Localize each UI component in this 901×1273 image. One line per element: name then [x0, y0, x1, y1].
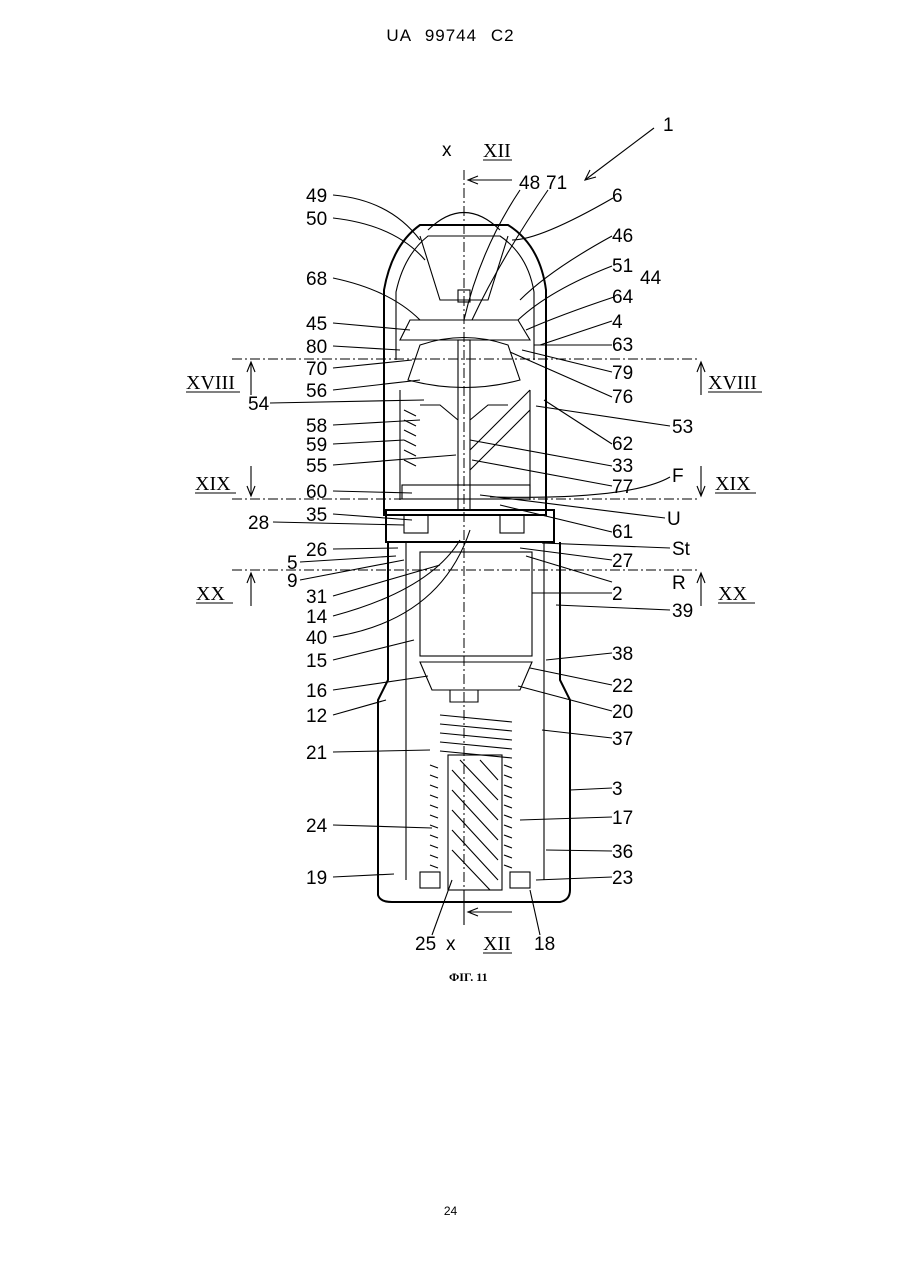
ref-label: 14: [306, 607, 328, 628]
ref-label: 58: [306, 416, 327, 437]
ref-label: 2: [612, 584, 623, 605]
ref-label: 62: [612, 434, 633, 455]
ref-label: 15: [306, 651, 327, 672]
ref-label: 18: [534, 934, 555, 955]
device-body: [378, 213, 570, 926]
ref-label: 28: [248, 513, 269, 534]
ref-label: 35: [306, 505, 327, 526]
leader-lines: [270, 195, 470, 935]
ref-label: 38: [612, 644, 633, 665]
axis-mark-bottom: x: [446, 934, 456, 955]
ref-label: 6: [612, 186, 623, 207]
ref-label: 50: [306, 209, 327, 230]
ref-label: 21: [306, 743, 327, 764]
ref-label: St: [672, 539, 691, 560]
ref-label: 39: [672, 601, 693, 622]
ref-label: 51: [612, 256, 633, 277]
ref-label: 70: [306, 359, 327, 380]
ref-label: 49: [306, 186, 327, 207]
ref-label: 46: [612, 226, 633, 247]
ref-label: 22: [612, 676, 633, 697]
section-mark-xviii-left: XVIII: [186, 372, 235, 394]
ref-label: 71: [546, 173, 567, 194]
ref-label: 53: [672, 417, 693, 438]
section-mark-xii-bottom: XII: [483, 933, 511, 955]
ref-label: 77: [612, 477, 633, 498]
ref-label: 64: [612, 287, 634, 308]
section-mark-xx-right: XX: [718, 583, 747, 605]
ref-label: 56: [306, 381, 327, 402]
right-reference-labels: 1 48 71 6 46 51 44 64 4 63 79 76 53 62 3…: [519, 115, 693, 955]
ref-label: R: [672, 573, 686, 594]
page-number: 24: [0, 1204, 901, 1218]
ref-label: 20: [612, 702, 633, 723]
spring: [430, 715, 512, 868]
ref-label: 61: [612, 522, 633, 543]
ref-label: 9: [287, 571, 298, 592]
ref-label: 26: [306, 540, 327, 561]
ref-label: 27: [612, 551, 633, 572]
ref-label: F: [672, 466, 684, 487]
ref-label: 54: [248, 394, 270, 415]
ref-label: 79: [612, 363, 633, 384]
ref-label: 1: [663, 115, 674, 136]
ref-label: 24: [306, 816, 328, 837]
ref-label: 17: [612, 808, 633, 829]
ref-label: 3: [612, 779, 623, 800]
section-mark-xix-right: XIX: [715, 473, 751, 495]
ref-label: 12: [306, 706, 327, 727]
ref-label: 4: [612, 312, 623, 333]
ref-label: 60: [306, 482, 327, 503]
ref-label: 23: [612, 868, 633, 889]
ref-label: 45: [306, 314, 327, 335]
ref-label: 19: [306, 868, 327, 889]
section-mark-xviii-right: XVIII: [708, 372, 757, 394]
axis-mark-top: x: [442, 140, 452, 161]
section-mark-xx-left: XX: [196, 583, 225, 605]
ref-label: 59: [306, 435, 327, 456]
leader-lines-right: [464, 190, 670, 935]
ref-label: 33: [612, 456, 633, 477]
ref-label: 76: [612, 387, 633, 408]
ref-label: 25: [415, 934, 436, 955]
ref-label: 80: [306, 337, 327, 358]
ref-label: 40: [306, 628, 327, 649]
section-mark-xii-top: XII: [483, 140, 511, 162]
ref-label: 68: [306, 269, 327, 290]
section-mark-xix-left: XIX: [195, 473, 231, 495]
ref-label: 37: [612, 729, 633, 750]
ref-label: 31: [306, 587, 327, 608]
ref-label: 16: [306, 681, 327, 702]
ref-label: 36: [612, 842, 633, 863]
ref-label: 48: [519, 173, 540, 194]
ref-label: 63: [612, 335, 633, 356]
ref-label: 44: [640, 268, 662, 289]
ref-label: U: [667, 509, 681, 530]
ref-label: 55: [306, 456, 327, 477]
figure-caption: ФІГ. 11: [449, 970, 488, 984]
